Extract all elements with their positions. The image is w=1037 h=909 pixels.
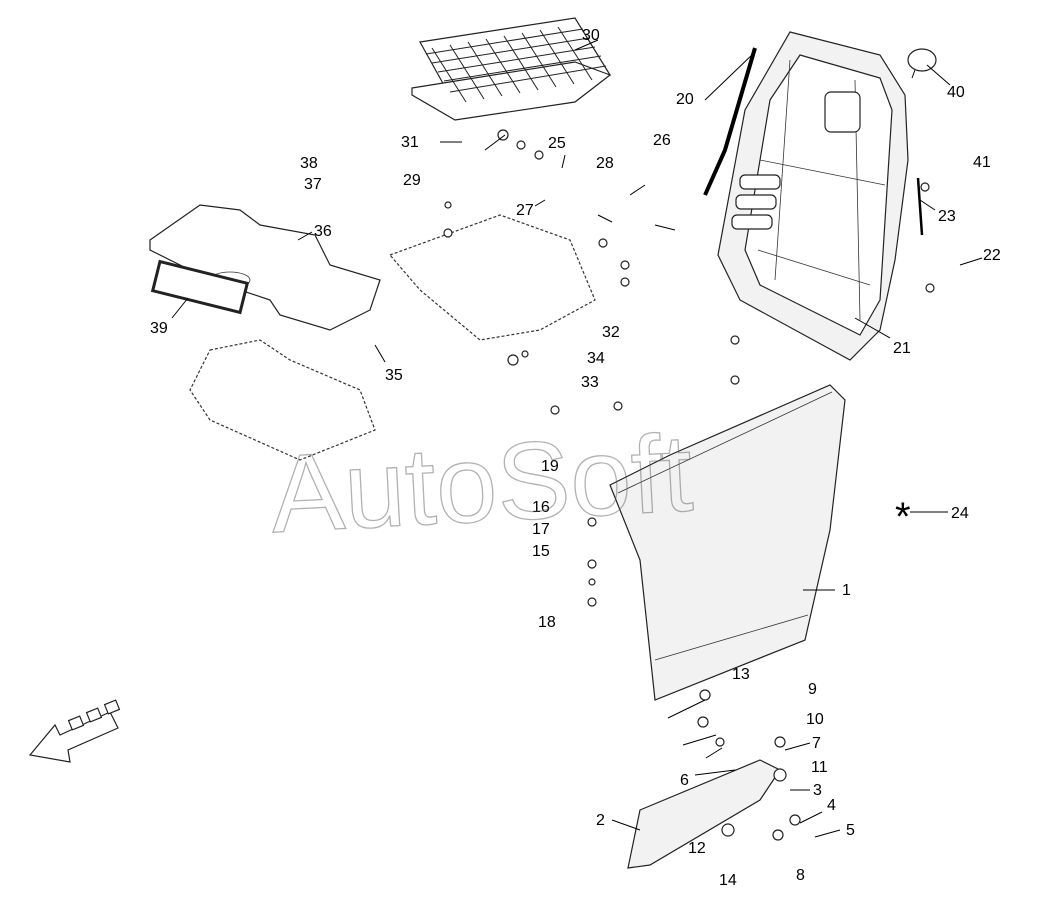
callout-27: 27 xyxy=(516,202,534,219)
callout-23: 23 xyxy=(938,208,956,225)
callout-30: 30 xyxy=(582,27,600,44)
callout-3: 3 xyxy=(813,782,822,799)
gas-strut xyxy=(916,177,924,236)
seat-frame xyxy=(189,214,596,461)
callout-17: 17 xyxy=(532,521,550,538)
cab-frame xyxy=(717,31,909,361)
callout-11: 11 xyxy=(811,759,828,776)
callout-40: 40 xyxy=(947,84,965,101)
callout-19: 19 xyxy=(541,458,559,475)
callout-14: 14 xyxy=(719,872,737,889)
callout-9: 9 xyxy=(808,681,817,698)
callout-2: 2 xyxy=(596,812,605,829)
hardware xyxy=(443,129,935,841)
callout-6: 6 xyxy=(680,772,689,789)
callout-18: 18 xyxy=(538,614,556,631)
callout-22: 22 xyxy=(983,247,1001,264)
leader-lines xyxy=(171,39,983,838)
callout-38: 38 xyxy=(300,155,318,172)
star-marker: * xyxy=(895,495,911,539)
direction-arrow xyxy=(28,699,121,763)
callout-8: 8 xyxy=(796,867,805,884)
callout-4: 4 xyxy=(827,797,836,814)
callout-32: 32 xyxy=(602,324,620,341)
watermark: AutoSoft xyxy=(268,411,696,556)
callout-5: 5 xyxy=(846,822,855,839)
lower-guard-plate xyxy=(627,759,781,869)
callout-35: 35 xyxy=(385,367,403,384)
callout-36: 36 xyxy=(314,223,332,240)
callout-37: 37 xyxy=(304,176,322,193)
seal-strip xyxy=(703,47,757,196)
gasket xyxy=(150,259,250,315)
callout-24: 24 xyxy=(951,505,969,522)
callout-33: 33 xyxy=(581,374,599,391)
callout-28: 28 xyxy=(596,155,614,172)
callout-13: 13 xyxy=(732,666,750,683)
mirror xyxy=(907,48,937,79)
callout-15: 15 xyxy=(532,543,550,560)
callout-7: 7 xyxy=(812,735,821,752)
callout-labels: 1 2 3 4 5 6 7 8 9 10 11 12 13 14 15 16 1… xyxy=(150,27,1001,889)
callout-21: 21 xyxy=(893,340,911,357)
callout-25: 25 xyxy=(548,135,566,152)
callout-1: 1 xyxy=(842,582,851,599)
callout-10: 10 xyxy=(806,711,824,728)
callout-34: 34 xyxy=(587,350,605,367)
door-panel xyxy=(609,384,846,701)
callout-16: 16 xyxy=(532,499,550,516)
callout-39: 39 xyxy=(150,320,168,337)
callout-41: 41 xyxy=(973,154,991,171)
callout-12: 12 xyxy=(688,840,706,857)
roof-grid-panel xyxy=(411,17,612,121)
callout-20: 20 xyxy=(676,91,694,108)
callout-26: 26 xyxy=(653,132,671,149)
callout-31: 31 xyxy=(401,134,419,151)
callout-29: 29 xyxy=(403,172,421,189)
